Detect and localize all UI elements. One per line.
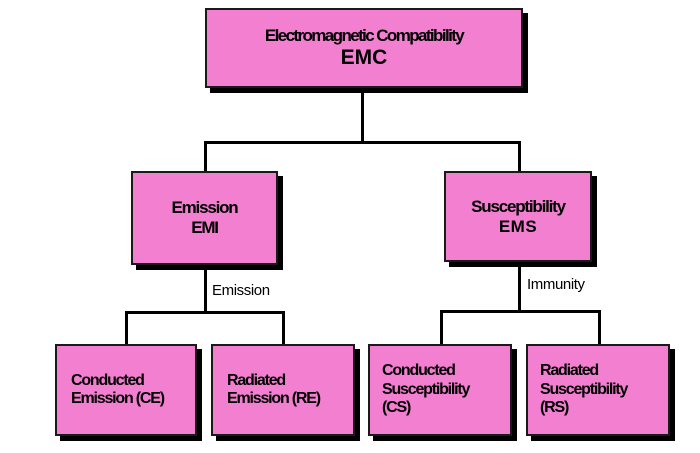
cs-line2: Susceptibility [382,380,470,398]
cs-line3: (CS) [382,399,411,417]
connector-rs-up [598,310,601,345]
rs-line2: Susceptibility [540,380,628,398]
ems-box: Susceptibility EMS [444,171,592,262]
radiated-susceptibility-box: Radiated Susceptibility (RS) [526,344,670,436]
ems-abbrev: EMS [498,216,538,236]
connector-ems-up [518,141,521,172]
re-line2: Emission (RE) [227,390,321,407]
connector-emission-horizontal [125,311,285,314]
emi-abbrev: EMI [191,218,219,237]
connector-level1-horizontal [204,141,520,144]
conducted-susceptibility-box: Conducted Susceptibility (CS) [368,344,512,436]
connector-ce-up [125,311,128,345]
ems-title: Susceptibility [471,196,566,216]
connector-root-down [361,88,364,143]
emission-branch-label: Emission [212,282,270,299]
connector-cs-up [440,310,443,345]
connector-ems-down [518,262,521,312]
emi-title: Emission [171,198,239,218]
emc-root-abbrev: EMC [340,45,388,69]
emc-root-box: Electromagnetic Compatibility EMC [205,8,523,88]
connector-emi-up [204,141,207,172]
immunity-branch-label: Immunity [527,276,585,293]
connector-re-up [282,311,285,345]
ce-line1: Conducted [71,371,145,389]
connector-immunity-horizontal [440,310,601,313]
rs-line1: Radiated [540,362,599,380]
rs-line3: (RS) [540,399,569,417]
conducted-emission-box: Conducted Emission (CE) [55,344,197,436]
re-line1: Radiated [227,371,286,389]
emi-box: Emission EMI [131,171,278,265]
connector-emi-down [204,265,207,313]
radiated-emission-box: Radiated Emission (RE) [211,344,355,436]
emc-root-title: Electromagnetic Compatibility [264,26,465,46]
cs-line1: Conducted [382,362,456,380]
ce-line2: Emission (CE) [71,390,165,407]
